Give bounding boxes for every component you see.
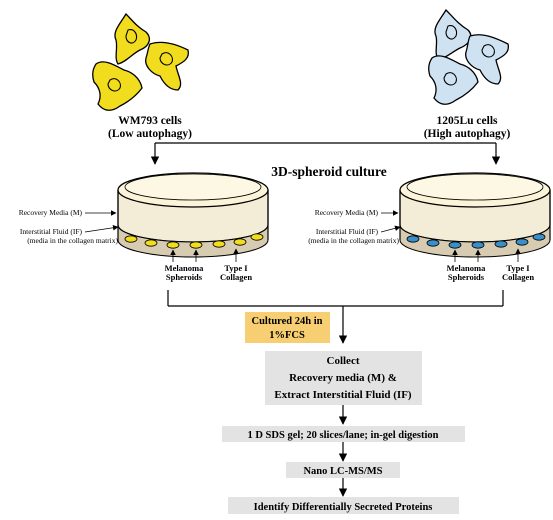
cell-shape	[145, 41, 190, 91]
top-connector	[150, 142, 501, 165]
left-if-label: Interstitial Fluid (IF)	[20, 227, 83, 236]
right-cell-line-name: 1205Lu cells	[436, 115, 498, 127]
left-collagen-label-2: Collagen	[220, 272, 252, 282]
left-cell-line-note: (Low autophagy)	[108, 128, 192, 140]
culture-condition-box	[245, 312, 330, 343]
right-petri-dish	[399, 172, 551, 258]
right-collagen-label-1: Type I	[506, 263, 530, 273]
step-collect-line1: Collect	[327, 355, 360, 367]
cell-shape	[428, 55, 479, 105]
cell-nucleus	[107, 29, 173, 92]
step-sds-box	[222, 426, 465, 442]
1205lu-cell-cluster	[428, 8, 510, 105]
cell-shape	[434, 8, 472, 61]
left-petri-dish	[117, 172, 269, 258]
wm793-cell-cluster	[92, 12, 190, 111]
step-identify-text: Identify Differentially Secreted Protein…	[254, 502, 433, 513]
right-if-label: Interstitial Fluid (IF)	[316, 227, 379, 236]
cell-shape	[92, 61, 143, 111]
step-sds-text: 1 D SDS gel; 20 slices/lane; in-gel dige…	[247, 430, 438, 441]
culture-condition-line2: 1%FCS	[269, 330, 305, 341]
right-if-note: (media in the collagen matrix)	[308, 236, 399, 245]
culture-title: 3D-spheroid culture	[271, 164, 386, 179]
left-spheroids-label-2: Spheroids	[166, 272, 203, 282]
step-collect-line3: Extract Interstitial Fluid (IF)	[274, 389, 412, 401]
step-collect-line2: Recovery media (M) &	[289, 372, 397, 384]
step-identify-box	[228, 497, 459, 514]
left-spheroids-label-1: Melanoma	[165, 263, 204, 273]
merge-bracket	[167, 290, 504, 344]
cell-nucleus	[443, 25, 495, 86]
left-collagen-label-1: Type I	[224, 263, 248, 273]
step-lcms-box	[286, 462, 400, 478]
cell-shape	[114, 12, 151, 65]
step-lcms-text: Nano LC-MS/MS	[303, 466, 382, 477]
left-cell-line-name: WM793 cells	[118, 115, 182, 127]
right-spheroids-label-1: Melanoma	[447, 263, 486, 273]
step-collect-box	[265, 351, 422, 405]
left-if-note: (media in the collagen matrix)	[27, 236, 118, 245]
culture-condition-line1: Cultured 24h in	[252, 316, 323, 327]
right-spheroids-label-2: Spheroids	[448, 272, 485, 282]
cell-shape	[465, 34, 510, 85]
left-spheroids	[124, 233, 264, 249]
right-spheroids	[406, 233, 546, 249]
right-cell-line-note: (High autophagy)	[424, 128, 511, 140]
right-collagen-label-2: Collagen	[502, 272, 534, 282]
left-recovery-media-label: Recovery Media (M)	[19, 208, 83, 217]
right-recovery-media-label: Recovery Media (M)	[315, 208, 379, 217]
